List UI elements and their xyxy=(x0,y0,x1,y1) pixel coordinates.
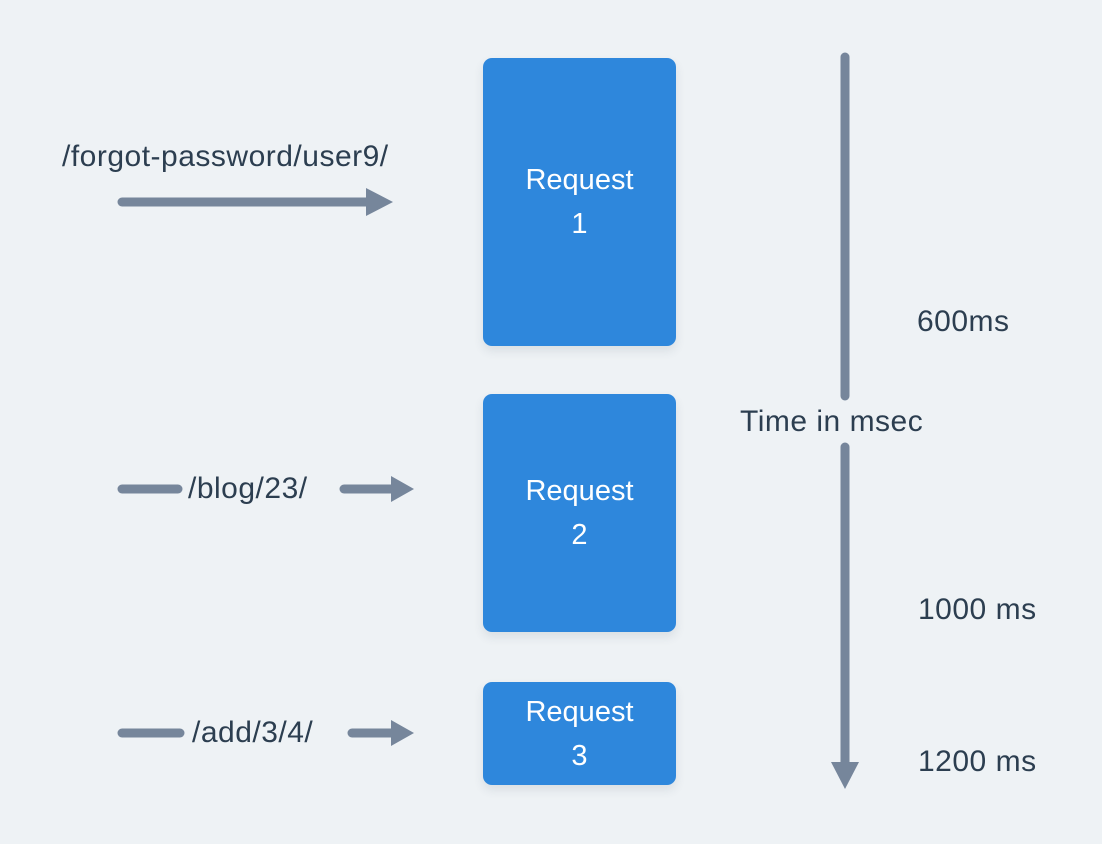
request-3-arrow xyxy=(117,720,414,746)
request-2-path-label: /blog/23/ xyxy=(188,472,308,505)
request-2-box: Request 2 xyxy=(483,394,676,632)
request-3-path-label: /add/3/4/ xyxy=(192,716,314,749)
time-axis-label: Time in msec xyxy=(740,405,924,438)
time-marker-1000ms: 1000 ms xyxy=(918,593,1037,626)
time-axis-arrow xyxy=(831,52,859,789)
request-1-path-label: /forgot-password/user9/ xyxy=(62,140,389,173)
time-marker-600ms: 600ms xyxy=(917,305,1010,338)
request-1-arrow xyxy=(117,188,393,216)
request-2-box-label: Request xyxy=(525,475,634,507)
request-1-box: Request 1 xyxy=(483,58,676,346)
request-2-arrow xyxy=(117,476,414,502)
time-marker-1200ms: 1200 ms xyxy=(918,745,1037,778)
request-3-box-number: 3 xyxy=(571,739,588,772)
request-1-box-number: 1 xyxy=(571,208,588,240)
request-3-box: Request 3 xyxy=(483,682,676,785)
request-1-box-label: Request xyxy=(525,164,634,196)
request-3-box-label: Request xyxy=(525,695,634,728)
request-2-box-number: 2 xyxy=(571,519,588,551)
